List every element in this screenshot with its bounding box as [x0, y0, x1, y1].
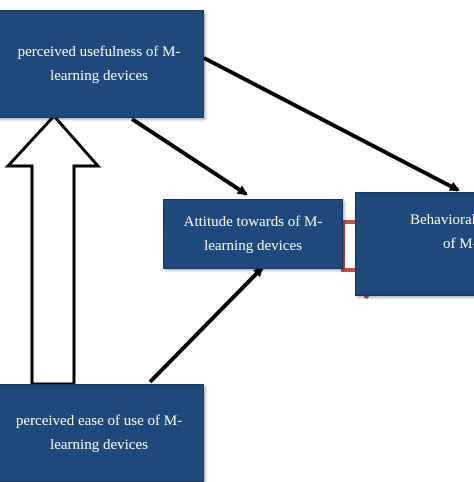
ease-to-usefulness-block-arrow — [4, 113, 102, 386]
ease-to-attitude-arrow — [148, 266, 264, 384]
behavioral-line2: of M-le — [443, 236, 474, 252]
perceived-ease-of-use-node: perceived ease of use of M- learning dev… — [0, 384, 204, 482]
attitude-line2: learning devices — [204, 238, 302, 254]
usefulness-to-attitude-arrow — [130, 117, 248, 196]
perceived-usefulness-line1: perceived usefulness of M- — [17, 44, 181, 60]
behavioral-line1: Behavioral — [410, 212, 474, 228]
attitude-node: Attitude towards of M- learning devices — [163, 199, 343, 269]
behavioral-line3: devi — [410, 256, 474, 280]
usefulness-to-behavioral-arrow — [203, 56, 460, 192]
perceived-ease-line1: perceived ease of use of M- — [15, 413, 183, 429]
attitude-line1: Attitude towards of M- — [183, 214, 323, 230]
perceived-usefulness-node: perceived usefulness of M- learning devi… — [0, 10, 204, 118]
perceived-ease-line2: learning devices — [50, 437, 148, 453]
behavioral-intention-node: Behavioral of M-le devi — [355, 192, 474, 296]
perceived-usefulness-line2: learning devices — [50, 68, 148, 84]
